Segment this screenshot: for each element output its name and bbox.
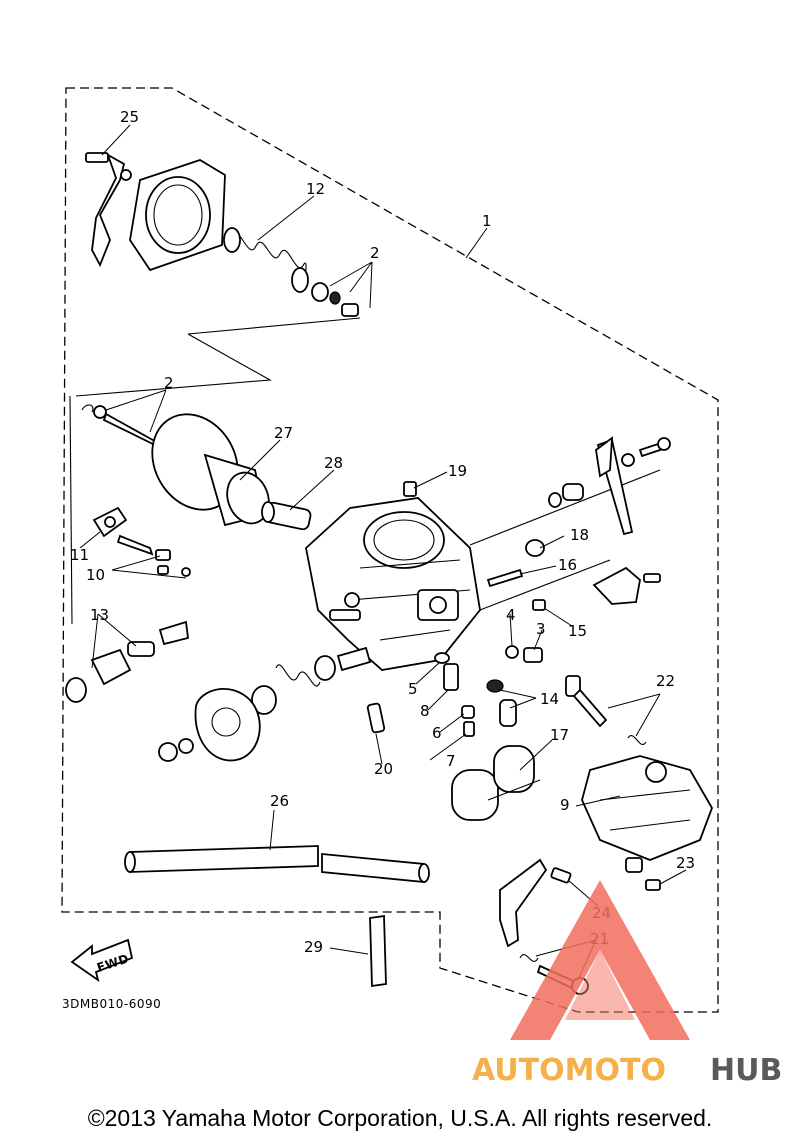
part-23-screw — [645, 879, 661, 891]
callout-12: 12 — [306, 180, 325, 198]
copyright-notice: ©2013 Yamaha Motor Corporation, U.S.A. A… — [87, 1105, 713, 1131]
part-26-tube — [124, 845, 430, 883]
callout-8: 8 — [420, 702, 430, 720]
callout-15: 15 — [568, 622, 587, 640]
callout-10: 10 — [86, 566, 105, 584]
part-27-diaphragm — [151, 413, 270, 527]
callouts: 1 2 2 3 4 5 6 7 8 9 10 11 12 13 14 15 16… — [70, 108, 695, 956]
fwd-arrow-icon: FWD — [70, 938, 134, 983]
group-bracket-right — [469, 469, 661, 611]
callout-16: 16 — [558, 556, 577, 574]
part-15-screw — [532, 599, 546, 611]
callout-5: 5 — [408, 680, 418, 698]
callout-11: 11 — [70, 546, 89, 564]
carburetor-body — [305, 497, 481, 671]
part-20-jet — [366, 702, 386, 734]
part-9-float-bowl — [581, 755, 713, 873]
callout-13: 13 — [90, 606, 109, 624]
callout-3: 3 — [536, 620, 546, 638]
part-2-needle — [81, 404, 166, 452]
callout-20: 20 — [374, 760, 393, 778]
callout-6: 6 — [432, 724, 442, 742]
group-bracket-mid — [69, 395, 73, 625]
part-13-plunger — [65, 620, 189, 703]
part-25-bracket — [85, 152, 132, 268]
part-10-screws — [116, 534, 191, 577]
callout-26: 26 — [270, 792, 289, 810]
callout-1: 1 — [482, 212, 492, 230]
callout-14: 14 — [540, 690, 559, 708]
callout-25: 25 — [120, 108, 139, 126]
part-29-strip — [369, 914, 387, 988]
automotohub-logo: AUTOMOTO HUB — [472, 880, 782, 1088]
part-14-valve — [486, 679, 517, 727]
callout-28: 28 — [324, 454, 343, 472]
callout-18: 18 — [570, 526, 589, 544]
part-2-small-upper — [311, 282, 359, 317]
callout-22: 22 — [656, 672, 675, 690]
callout-17: 17 — [550, 726, 569, 744]
logo-text-hub: HUB — [710, 1053, 782, 1088]
part-12-spring — [223, 227, 309, 293]
drawing-code: 3DMB010-6090 — [62, 997, 161, 1011]
left-cover-plate — [158, 688, 261, 762]
part-16-pin — [486, 568, 524, 588]
callout-4: 4 — [506, 606, 516, 624]
logo-text-automoto: AUTOMOTO — [472, 1053, 666, 1088]
callout-29: 29 — [304, 938, 323, 956]
left-spring-assembly — [251, 646, 372, 715]
callout-23: 23 — [676, 854, 695, 872]
part-18-washer — [525, 539, 545, 557]
part-3-screw — [523, 647, 543, 663]
group-bracket-upper — [75, 317, 361, 397]
part-28-cylinder — [261, 501, 312, 531]
callout-19: 19 — [448, 462, 467, 480]
part-22-screw-assembly — [565, 675, 647, 745]
callout-9: 9 — [560, 796, 570, 814]
callout-7: 7 — [446, 752, 456, 770]
parts-5-8-jets — [434, 652, 475, 737]
logo-triangle-icon — [510, 880, 690, 1040]
part-4-washer — [505, 645, 519, 659]
part-11-plate — [92, 506, 128, 538]
right-linkage-upper — [548, 436, 671, 536]
callout-2: 2 — [164, 374, 174, 392]
part-19-plug — [403, 481, 417, 497]
right-bracket-mid — [592, 566, 661, 605]
part-17-float — [451, 745, 541, 821]
callout-27: 27 — [274, 424, 293, 442]
callout-2: 2 — [370, 244, 380, 262]
part-housing-cover — [129, 159, 226, 272]
